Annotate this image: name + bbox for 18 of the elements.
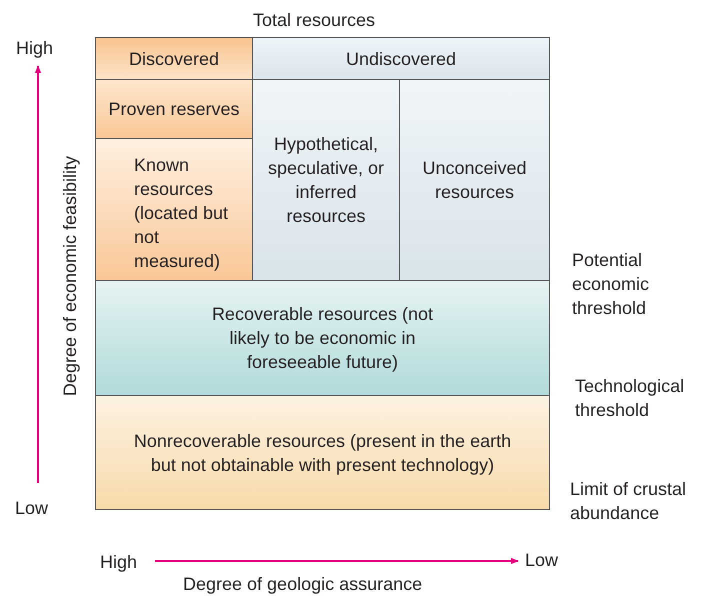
threshold-label: Technological threshold (575, 375, 686, 422)
axis-title: Degree of geologic assurance (183, 573, 422, 596)
axis-title: Degree of economic feasibility (59, 154, 81, 398)
threshold-label: Limit of crustal abundance (570, 478, 688, 525)
diagram-heading: Total resources (253, 9, 376, 32)
axis-end-label: Low (15, 497, 48, 520)
resource-category-cell: Recoverable resources (not likely to be economic in foreseeable future) (95, 280, 550, 396)
resource-category-cell: Nonrecoverable resources (present in the earth but not obtainable with present technology) (95, 395, 550, 510)
resource-category-cell: Unconceived resources (399, 79, 550, 281)
resource-category-cell: Discovered (95, 37, 253, 80)
axis-end-label: High (100, 551, 138, 574)
resource-category-cell: Undiscovered (252, 37, 550, 80)
resource-category-cell: Hypothetical, speculative, or inferred resources (252, 79, 400, 281)
axis-end-label: Low (525, 549, 558, 572)
axis-end-label: High (16, 37, 54, 60)
threshold-label: Potential economic threshold (572, 249, 650, 320)
resource-category-cell: Known resources (located but not measured) (95, 138, 253, 281)
resource-category-cell: Proven reserves (95, 79, 253, 139)
